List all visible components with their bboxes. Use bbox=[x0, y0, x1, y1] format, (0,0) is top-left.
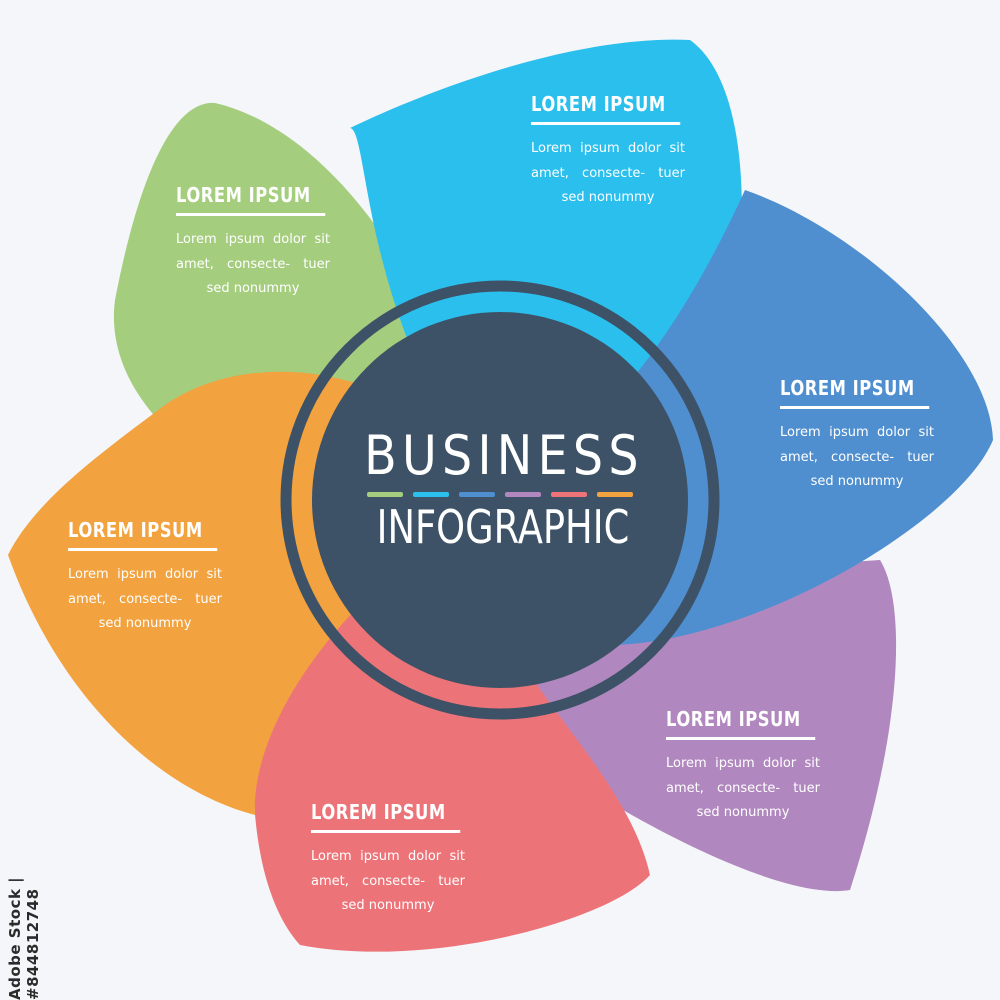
petal-text-purple: LOREM IPSUM Lorem ipsum dolor sit amet, … bbox=[666, 707, 820, 826]
dash-green bbox=[367, 492, 403, 497]
petal-body: Lorem ipsum dolor sit amet, consecte- tu… bbox=[780, 425, 934, 489]
petal-text-red: LOREM IPSUM Lorem ipsum dolor sit amet, … bbox=[311, 800, 465, 919]
dash-purple bbox=[505, 492, 541, 497]
dash-red bbox=[551, 492, 587, 497]
petal-title: LOREM IPSUM bbox=[531, 92, 681, 125]
center-title: BUSINESS INFOGRAPHIC bbox=[345, 424, 655, 555]
petal-title: LOREM IPSUM bbox=[311, 800, 461, 833]
petal-title: LOREM IPSUM bbox=[68, 518, 218, 551]
color-dash-row bbox=[345, 492, 655, 497]
petal-body: Lorem ipsum dolor sit amet, consecte- tu… bbox=[68, 567, 222, 631]
petal-text-green: LOREM IPSUM Lorem ipsum dolor sit amet, … bbox=[176, 183, 330, 302]
petal-title: LOREM IPSUM bbox=[176, 183, 326, 216]
stock-watermark: Adobe Stock | #844812748 bbox=[6, 876, 42, 1000]
petal-body: Lorem ipsum dolor sit amet, consecte- tu… bbox=[311, 849, 465, 913]
dash-cyan bbox=[413, 492, 449, 497]
petal-title: LOREM IPSUM bbox=[666, 707, 816, 740]
petal-text-blue: LOREM IPSUM Lorem ipsum dolor sit amet, … bbox=[780, 376, 934, 495]
petal-text-orange: LOREM IPSUM Lorem ipsum dolor sit amet, … bbox=[68, 518, 222, 637]
petal-text-cyan: LOREM IPSUM Lorem ipsum dolor sit amet, … bbox=[531, 92, 685, 211]
title-line-infographic: INFOGRAPHIC bbox=[376, 500, 630, 554]
dash-orange bbox=[597, 492, 633, 497]
petal-body: Lorem ipsum dolor sit amet, consecte- tu… bbox=[176, 232, 330, 296]
petal-body: Lorem ipsum dolor sit amet, consecte- tu… bbox=[666, 756, 820, 820]
petal-title: LOREM IPSUM bbox=[780, 376, 930, 409]
center-ring bbox=[280, 280, 720, 720]
center-disc bbox=[312, 312, 688, 688]
title-line-business: BUSINESS bbox=[364, 424, 644, 487]
dash-blue bbox=[459, 492, 495, 497]
petal-body: Lorem ipsum dolor sit amet, consecte- tu… bbox=[531, 141, 685, 205]
